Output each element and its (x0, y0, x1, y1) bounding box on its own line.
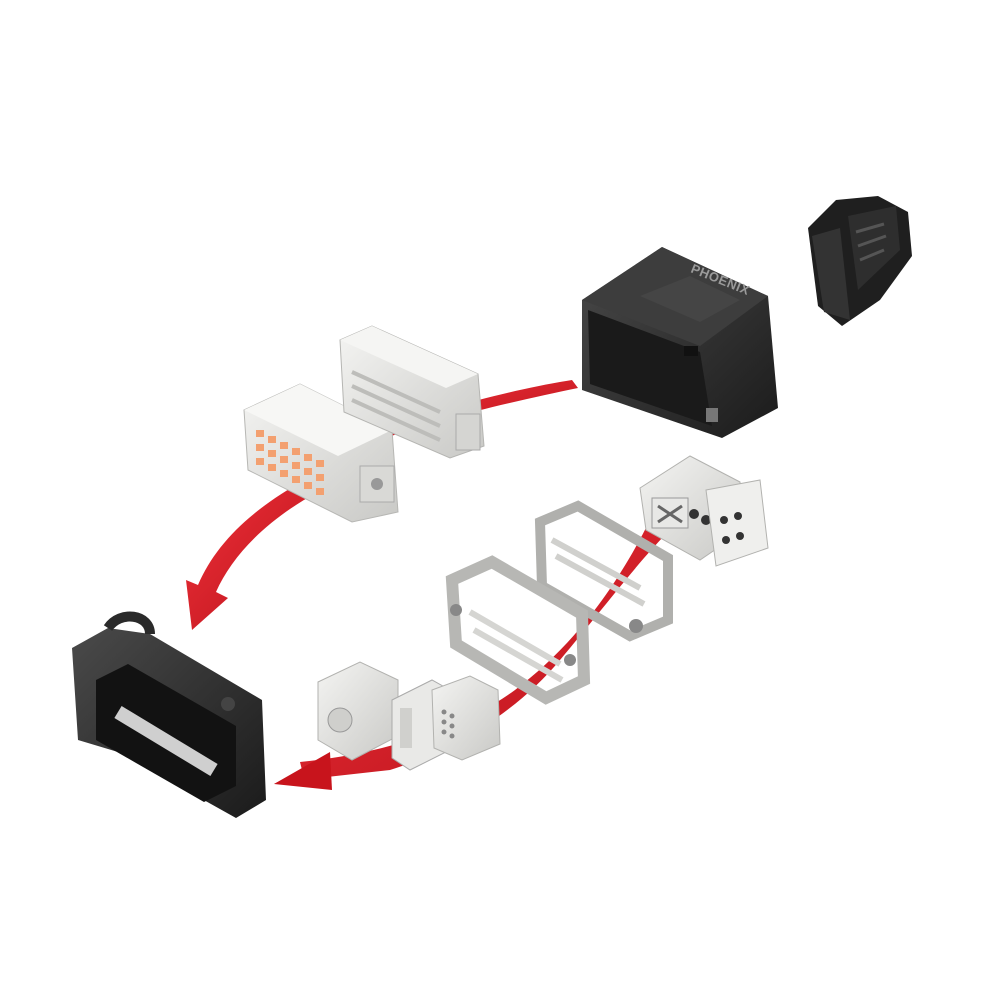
orange-contact-grid (256, 430, 324, 495)
bottom-module-round (317, 661, 399, 761)
insert-grey-rear (339, 325, 485, 459)
power-module (639, 455, 769, 567)
cable-gland (808, 196, 912, 326)
bottom-module-signal (431, 675, 501, 761)
arrow-left-down (186, 480, 318, 630)
panel-frame-black (72, 611, 266, 818)
hood-housing: PHOENIX (582, 247, 778, 438)
hinged-frame-front (445, 555, 591, 705)
